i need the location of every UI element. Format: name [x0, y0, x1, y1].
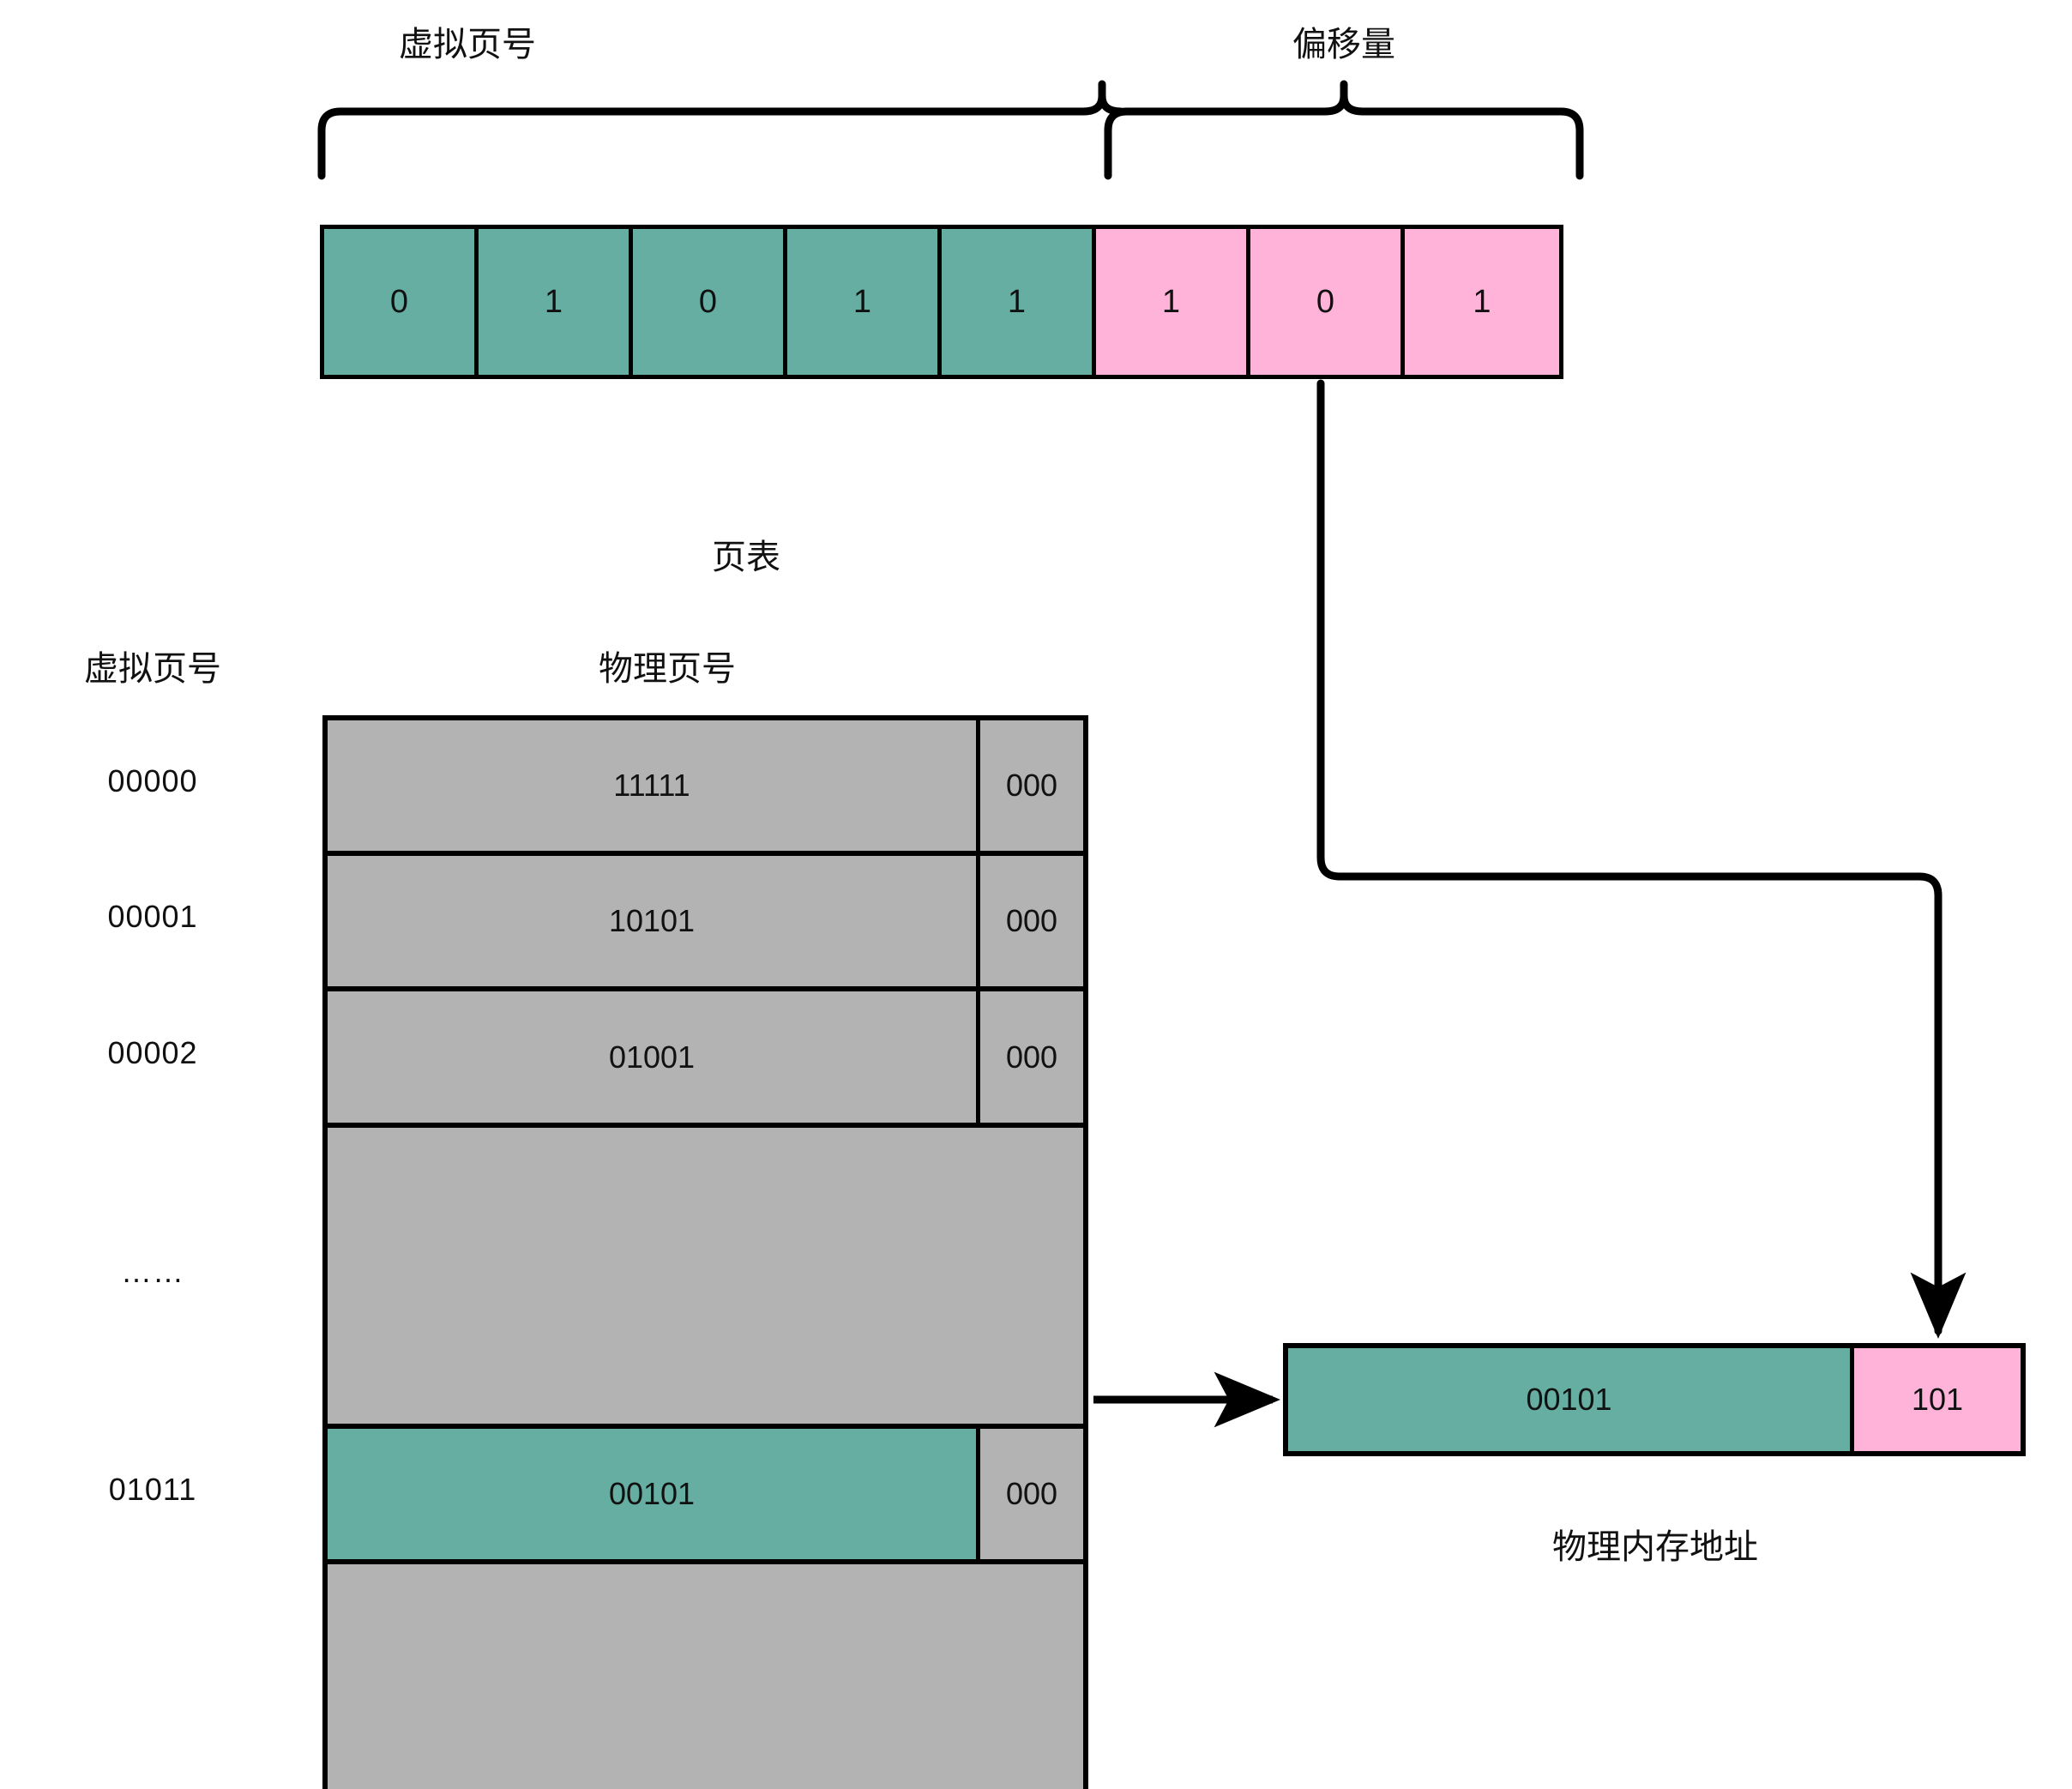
offset-bit-cell: 1 — [1096, 229, 1250, 375]
virtual-page-index-label: 00000 — [107, 763, 198, 798]
physical-page-number-cell: 01001 — [328, 991, 980, 1123]
physical-frame-number: 00101 — [1288, 1348, 1854, 1451]
offset-bit-cell: 1 — [1405, 229, 1559, 375]
virtual-page-index-label: 00002 — [107, 1034, 198, 1070]
page-table-offset-cell: 000 — [980, 720, 1083, 851]
page-table-offset-cell: 000 — [980, 856, 1083, 986]
page-table: 1111100010101000010010000010100000000000 — [322, 715, 1088, 1789]
page-table-title: 页表 — [712, 539, 780, 576]
offset-title: 偏移量 — [1292, 26, 1395, 63]
virtual-page-index-label: 00001 — [107, 899, 198, 934]
brace-virtual-page-number — [317, 80, 1125, 180]
physical-page-number-cell — [328, 1128, 980, 1424]
page-table-row — [328, 1128, 1083, 1429]
page-table-offset-cell: 000 — [980, 1429, 1083, 1559]
vpn-bit-cell: 1 — [942, 229, 1096, 375]
physical-memory-address-bar: 00101 101 — [1283, 1343, 2026, 1456]
vpn-bit-cell: 1 — [787, 229, 942, 375]
physical-page-number-cell: 10101 — [328, 856, 980, 986]
vpn-bit-cell: 1 — [479, 229, 633, 375]
physical-offset: 101 — [1854, 1348, 2021, 1451]
column-header-physical-page-number: 物理页号 — [599, 650, 736, 688]
physical-address-caption: 物理内存地址 — [1552, 1528, 1758, 1566]
vpn-bit-cell: 0 — [324, 229, 479, 375]
virtual-page-number-title: 虚拟页号 — [399, 26, 536, 63]
virtual-page-index-label: 01011 — [108, 1472, 197, 1507]
physical-page-number-cell — [328, 1564, 980, 1789]
brace-offset — [1104, 80, 1584, 180]
vpn-bit-cell: 0 — [633, 229, 787, 375]
physical-page-number-cell: 11111 — [328, 720, 980, 851]
offset-bit-cell: 0 — [1250, 229, 1405, 375]
page-table-offset-cell: 000 — [980, 991, 1083, 1123]
page-table-row — [328, 1564, 1083, 1789]
virtual-page-index-label: …… — [121, 1253, 184, 1289]
physical-page-number-cell: 00101 — [328, 1429, 980, 1559]
column-header-virtual-page-number: 虚拟页号 — [84, 650, 221, 688]
offset-routing-connector — [1316, 379, 1967, 1340]
